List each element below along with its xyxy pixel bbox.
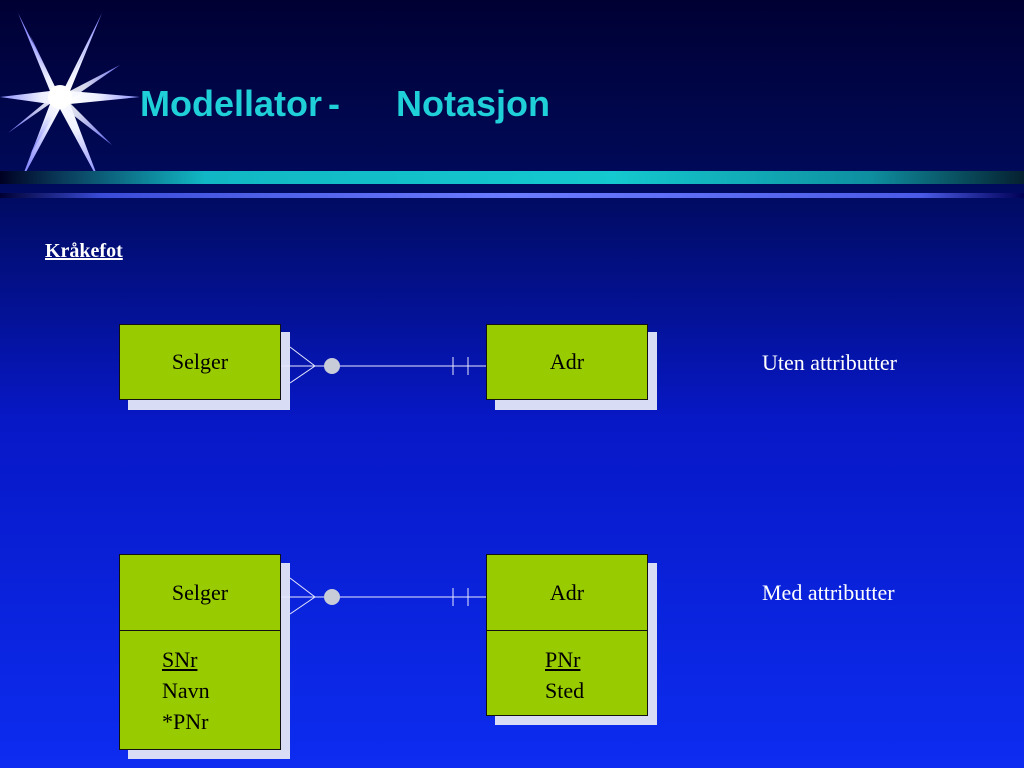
entity-adr-1: Adr [486, 324, 648, 400]
relationship-line-1 [281, 346, 486, 384]
entity-name: Adr [549, 579, 585, 605]
entity-adr-attributes: PNr Sted [486, 630, 648, 716]
title-dash: - [328, 83, 341, 124]
title-divider-line [0, 193, 1024, 198]
title-divider-band [0, 171, 1024, 184]
one-mandatory-icon [452, 357, 469, 375]
attribute: Navn [162, 678, 210, 703]
crows-foot-many-optional-icon [289, 346, 340, 384]
entity-selger-1: Selger [119, 324, 281, 400]
attribute-primary-key: SNr [162, 647, 198, 672]
section-label: Kråkefot [45, 240, 123, 262]
page-title: Modellator- Notasjon [140, 80, 550, 128]
caption-med-attributter: Med attributter [762, 580, 895, 605]
star-burst-icon [0, 13, 140, 183]
title-part2: Notasjon [396, 83, 551, 124]
relationship-line-2 [281, 577, 486, 615]
attribute-foreign-key: *PNr [162, 709, 209, 734]
one-mandatory-icon [452, 588, 469, 606]
attribute-primary-key: PNr [545, 647, 581, 672]
entity-selger-attributes: SNr Navn *PNr [119, 630, 281, 750]
attribute: Sted [545, 678, 585, 703]
entity-name: Adr [549, 349, 585, 374]
entity-name: Selger [171, 579, 229, 605]
entity-selger-2: Selger [119, 554, 281, 631]
crows-foot-many-optional-icon [289, 577, 340, 615]
entity-name: Selger [171, 349, 229, 374]
caption-uten-attributter: Uten attributter [762, 350, 898, 375]
title-part1: Modellator [140, 83, 323, 124]
